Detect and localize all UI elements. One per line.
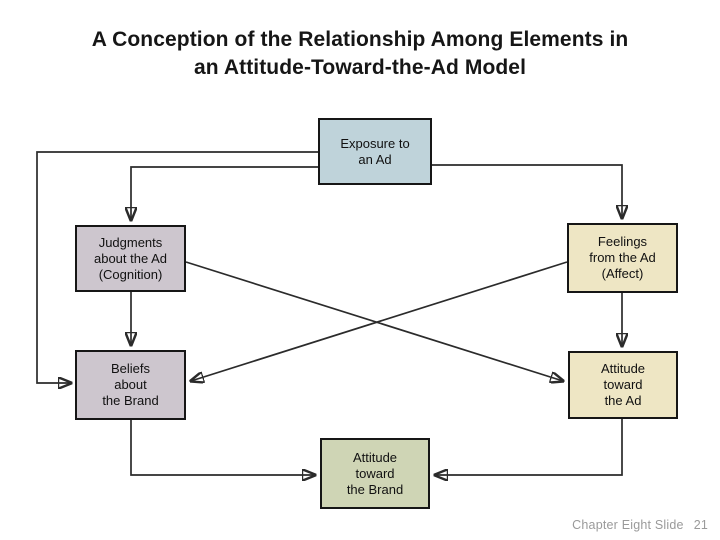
- footer-page-number: 21: [693, 518, 708, 532]
- node-beliefs-about-the-brand: Beliefs about the Brand: [75, 350, 186, 420]
- edge-exposure-to-judgments: [131, 166, 318, 220]
- edge-judgments-to-attitude-ad: [185, 261, 563, 381]
- slide-title: A Conception of the Relationship Among E…: [91, 28, 629, 80]
- node-attitude-toward-the-ad: Attitude toward the Ad: [568, 351, 678, 419]
- edge-beliefs-to-attitude-brand: [130, 420, 315, 475]
- node-attitude-toward-the-brand: Attitude toward the Brand: [320, 438, 430, 509]
- edge-attitude-ad-to-attitude-brand: [435, 419, 623, 475]
- slide-footer: Chapter Eight Slide 21: [572, 518, 708, 532]
- edge-exposure-to-feelings: [432, 164, 622, 218]
- node-exposure-to-an-ad: Exposure to an Ad: [318, 118, 432, 185]
- node-feelings-from-the-ad: Feelings from the Ad (Affect): [567, 223, 678, 293]
- edge-feelings-to-beliefs: [191, 261, 568, 381]
- node-judgments-about-the-ad: Judgments about the Ad (Cognition): [75, 225, 186, 292]
- footer-chapter-label: Chapter Eight Slide: [572, 518, 684, 532]
